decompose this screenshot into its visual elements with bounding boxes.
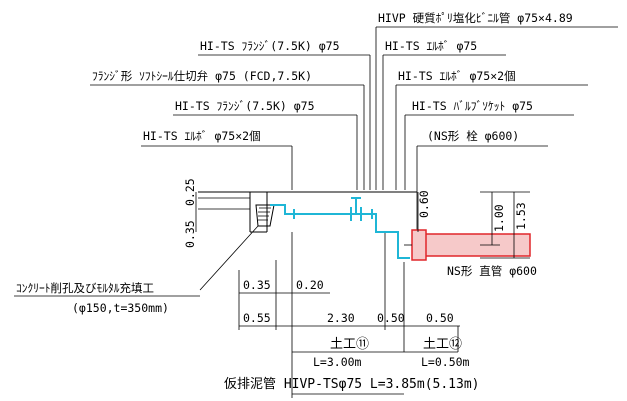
work-11-title: 土工⑪ [330, 337, 369, 352]
ns-pipe-label: NS形 直管 φ600 [447, 264, 537, 278]
vertical-dims: 0.25 0.35 0.60 1.00 1.53 [183, 178, 530, 259]
valve-symbol [350, 197, 362, 221]
ns-pipe-socket [411, 229, 427, 261]
ns-pipe [404, 229, 531, 261]
callout-ns-plug: (NS形 栓 φ600) [427, 129, 519, 143]
callout-socket: HI-TS ﾊﾞﾙﾌﾞｿｹｯﾄ φ75 [412, 99, 533, 113]
callout-hivp: HIVP 硬質ﾎﾟﾘ塩化ﾋﾞﾆﾙ管 φ75×4.89 [378, 11, 573, 25]
work-12-title: 土工⑫ [423, 337, 462, 352]
temporary-pipe [270, 197, 410, 259]
concrete-label-2: (φ150,t=350mm) [72, 301, 169, 315]
callouts: HIVP 硬質ﾎﾟﾘ塩化ﾋﾞﾆﾙ管 φ75×4.89 HI-TS ﾌﾗﾝｼﾞ(7… [90, 11, 618, 190]
footer-label: 仮排泥管 HIVP-TSφ75 L=3.85m(5.13m) [224, 377, 480, 392]
callout-elbow-2: HI-TS ｴﾙﾎﾞ φ75×2個 [398, 69, 516, 83]
dim-050a: 0.50 [377, 311, 405, 325]
work-11-length: L=3.00m [313, 355, 362, 369]
dim-050b: 0.50 [426, 311, 454, 325]
concrete-label-1: ｺﾝｸﾘｰﾄ削孔及びﾓﾙﾀﾙ充填工 [16, 281, 154, 295]
callout-elbow-1: HI-TS ｴﾙﾎﾞ φ75 [385, 39, 477, 53]
pipe-run [270, 204, 356, 215]
dim-left-bottom: 0.35 [183, 220, 197, 248]
horizontal-dims: 0.35 0.20 0.55 2.30 0.50 0.50 土工⑪ L=3.00… [239, 278, 470, 369]
callout-valve: ﾌﾗﾝｼﾞ形 ｿﾌﾄｼｰﾙ仕切弁 φ75 (FCD,7.5K) [92, 69, 312, 83]
callout-elbow-3: HI-TS ｴﾙﾎﾞ φ75×2個 [143, 129, 261, 143]
dim-left-top: 0.25 [183, 178, 197, 206]
dim-020: 0.20 [296, 278, 324, 292]
callout-flange-2: HI-TS ﾌﾗﾝｼﾞ(7.5K) φ75 [175, 99, 315, 113]
dim-230: 2.30 [327, 311, 355, 325]
section [198, 190, 418, 398]
callout-flange-1: HI-TS ﾌﾗﾝｼﾞ(7.5K) φ75 [200, 39, 340, 53]
concrete-callout: ｺﾝｸﾘｰﾄ削孔及びﾓﾙﾀﾙ充填工 (φ150,t=350mm) [14, 225, 259, 315]
dim-153: 1.53 [514, 202, 528, 230]
work-12-length: L=0.50m [421, 355, 470, 369]
dim-055: 0.55 [243, 311, 271, 325]
dim-100: 1.00 [492, 204, 506, 232]
dim-035: 0.35 [243, 278, 271, 292]
dim-060: 0.60 [417, 190, 431, 218]
